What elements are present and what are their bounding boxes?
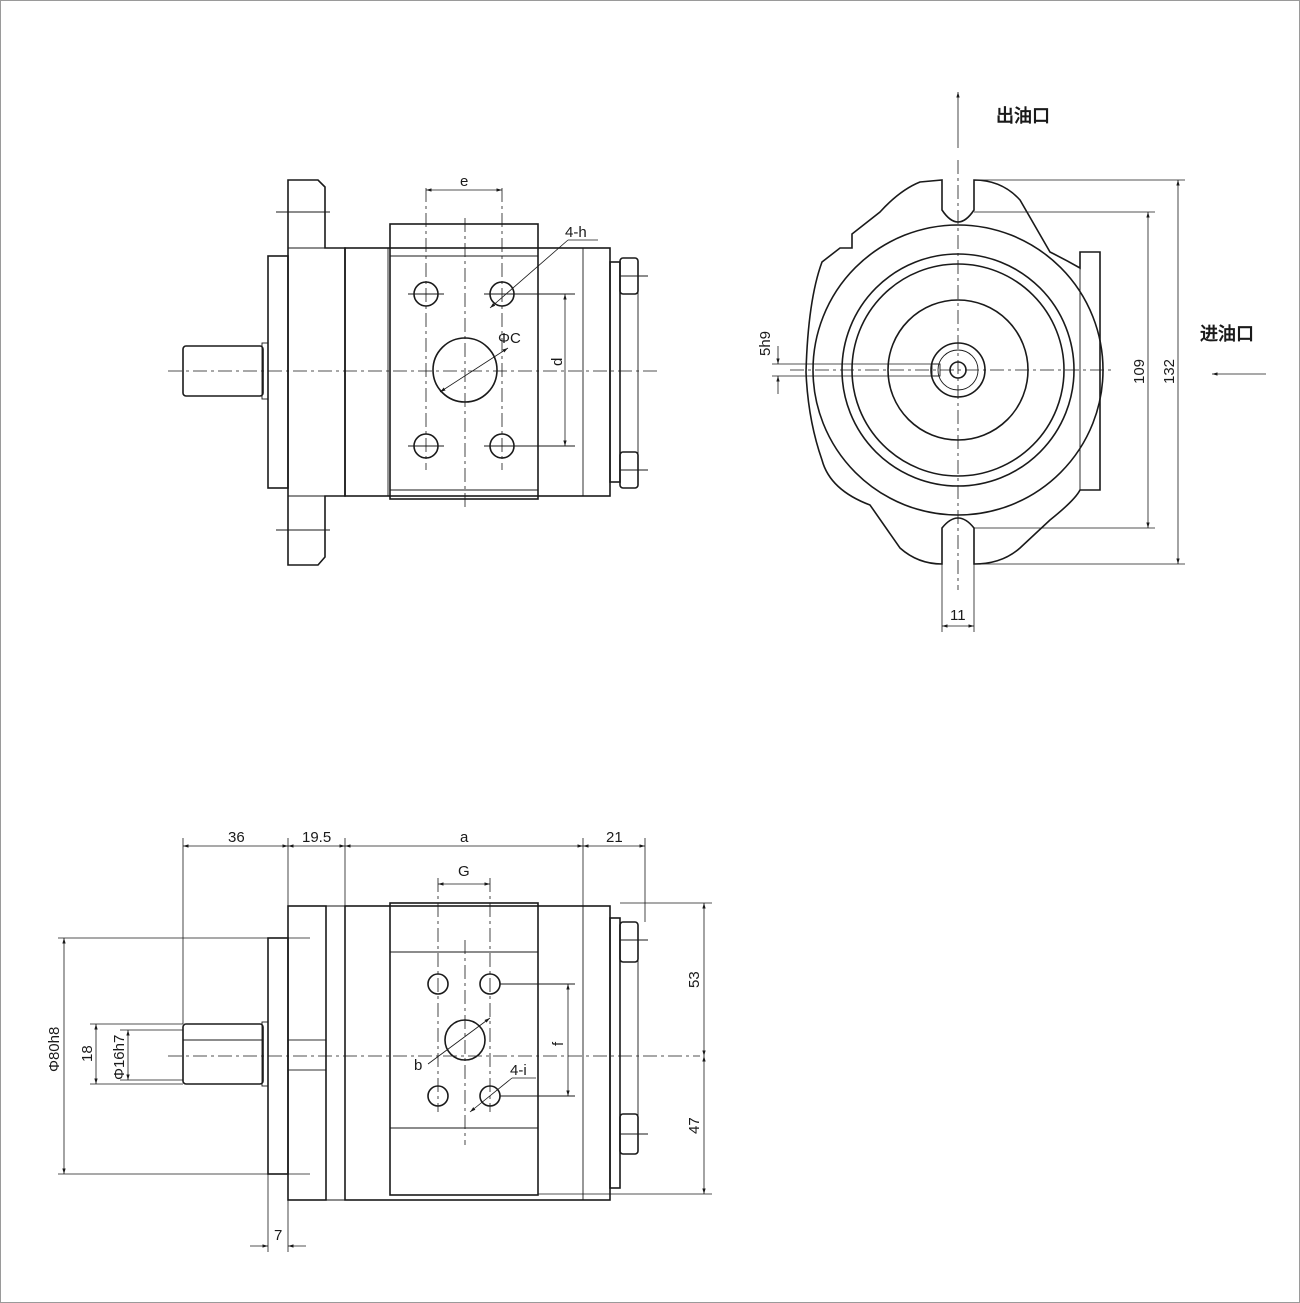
bolt-head — [619, 921, 639, 963]
dim-a-label: a — [460, 829, 469, 846]
dim-109-label: 109 — [1131, 359, 1148, 384]
bottom-port-block — [389, 902, 539, 1196]
mounting-flange — [287, 179, 346, 566]
dim-19-5-label: 19.5 — [302, 829, 331, 846]
bottom-flange — [287, 905, 327, 1201]
pilot-spigot — [267, 255, 289, 489]
port-block — [389, 223, 539, 500]
bottom-shaft — [182, 1023, 264, 1085]
front-view-top-right: 5h9 109 132 11 出油口 进油口 — [757, 92, 1266, 632]
dim-g-label: G — [458, 863, 470, 880]
outlet-label: 出油口 — [996, 105, 1050, 127]
dim-4h-label: 4-h — [565, 224, 587, 241]
inlet-label: 进油口 — [1200, 323, 1254, 345]
dim-d-label: d — [549, 358, 566, 366]
front-flange-outline — [805, 179, 1101, 565]
bottom-pump-body — [344, 905, 611, 1201]
dim-47-label: 47 — [686, 1117, 703, 1134]
dim-132-label: 132 — [1161, 359, 1178, 384]
dim-18-label: 18 — [79, 1045, 96, 1062]
rear-cover — [609, 261, 621, 483]
dim-e-label: e — [460, 173, 468, 190]
dim-phi80h8-label: Φ80h8 — [46, 1027, 63, 1072]
dim-5h9-label: 5h9 — [757, 331, 774, 356]
dim-4i-label: 4-i — [510, 1062, 527, 1079]
side-view-top-left: e 4-h ΦC d — [168, 173, 658, 566]
dim-phi16h7-label: Φ16h7 — [111, 1035, 128, 1080]
dim-11-label: 11 — [950, 607, 966, 624]
dim-21-label: 21 — [606, 829, 623, 846]
dim-36-label: 36 — [228, 829, 245, 846]
top-view-bottom-left: 36 19.5 a 21 G f b 4-i 53 47 Φ80h8 18 — [46, 829, 712, 1252]
dim-7-label: 7 — [274, 1227, 282, 1244]
dim-53-label: 53 — [686, 971, 703, 988]
dim-f-label: f — [550, 1041, 567, 1046]
dim-b-label: b — [414, 1057, 422, 1074]
pump-body — [344, 247, 611, 497]
dim-phic-label: ΦC — [498, 330, 521, 347]
